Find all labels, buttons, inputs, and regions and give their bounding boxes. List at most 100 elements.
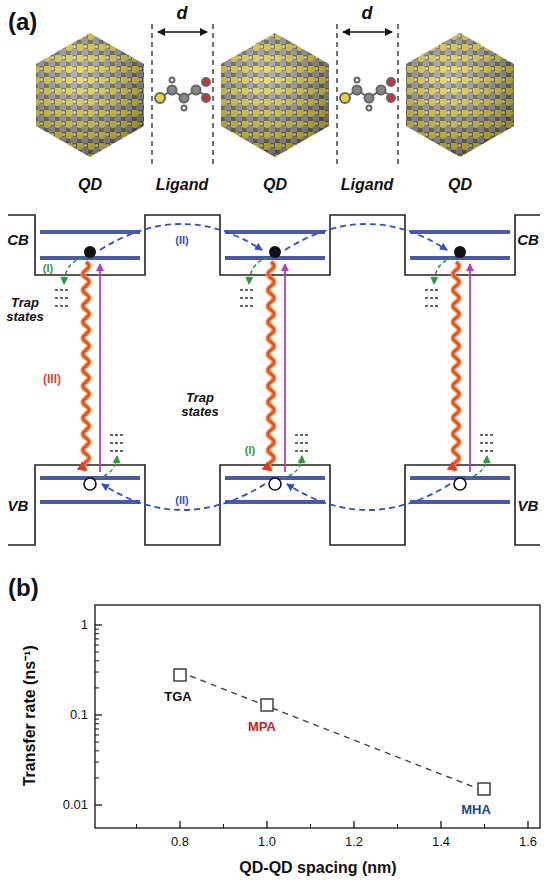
spacing-label: d bbox=[177, 4, 188, 24]
trapping-arrow bbox=[467, 456, 487, 478]
hole bbox=[84, 478, 96, 490]
minor-tick bbox=[310, 824, 311, 828]
axis-title: Transfer rate (ns⁻¹) bbox=[21, 645, 39, 786]
trap-state bbox=[55, 289, 70, 290]
tick-label: 1.2 bbox=[345, 835, 363, 849]
tick-label: 0.1 bbox=[70, 708, 88, 722]
electron bbox=[84, 246, 96, 258]
recombination-arrow bbox=[83, 262, 89, 470]
trap-state bbox=[425, 297, 440, 298]
trap-label: Trap states bbox=[2, 296, 48, 325]
minor-tick bbox=[95, 742, 99, 743]
trap-state bbox=[425, 305, 440, 306]
data-points bbox=[174, 669, 490, 795]
trap-state bbox=[480, 450, 495, 451]
trap-state bbox=[110, 450, 125, 451]
minor-tick bbox=[95, 687, 99, 688]
quantum-dots bbox=[36, 33, 514, 157]
minor-tick bbox=[136, 824, 137, 828]
point-label: MHA bbox=[461, 803, 491, 817]
trap-state bbox=[110, 434, 125, 435]
minor-ticks bbox=[95, 629, 485, 828]
minor-tick bbox=[95, 672, 99, 673]
panel-label: (b) bbox=[8, 575, 39, 601]
trap-state bbox=[480, 434, 495, 435]
chart-frame bbox=[95, 605, 540, 828]
minor-tick bbox=[95, 660, 99, 661]
part-label: QD bbox=[448, 176, 472, 194]
tick-label: 0.8 bbox=[171, 835, 189, 849]
trapping-arrow bbox=[97, 456, 117, 478]
trap-state bbox=[240, 305, 255, 306]
band-profile bbox=[8, 215, 540, 545]
minor-tick bbox=[95, 644, 99, 645]
tick-label: 1.4 bbox=[432, 835, 450, 849]
tick-label: 1 bbox=[81, 618, 88, 632]
point-label: MPA bbox=[248, 720, 276, 734]
trapping-arrow bbox=[434, 258, 453, 284]
hole bbox=[454, 478, 466, 490]
part-label: Ligand bbox=[156, 176, 208, 194]
recombination-glow bbox=[83, 262, 89, 470]
part-label: Ligand bbox=[341, 176, 393, 194]
trap-state bbox=[295, 442, 310, 443]
energy-levels bbox=[40, 232, 510, 502]
part-label: QD bbox=[78, 176, 102, 194]
minor-tick bbox=[95, 629, 99, 630]
process-number: (II) bbox=[175, 234, 188, 246]
minor-tick bbox=[95, 762, 99, 763]
tick-label: 1.6 bbox=[519, 835, 537, 849]
minor-tick bbox=[95, 638, 99, 639]
minor-tick bbox=[223, 824, 224, 828]
minor-tick bbox=[95, 728, 99, 729]
trapping-arrow bbox=[64, 258, 83, 284]
fit-line bbox=[180, 672, 484, 791]
minor-tick bbox=[95, 719, 99, 720]
electron bbox=[454, 246, 466, 258]
excitation-arrow bbox=[469, 264, 471, 472]
ligand-molecules bbox=[155, 78, 395, 111]
excitation-arrow bbox=[99, 264, 101, 472]
trap-label: Trap states bbox=[175, 391, 225, 420]
minor-tick bbox=[397, 824, 398, 828]
band-label: CB bbox=[7, 232, 29, 249]
tick-label: 0.01 bbox=[63, 798, 88, 812]
trapping-arrow bbox=[282, 456, 302, 478]
recombination-arrow bbox=[453, 262, 459, 470]
recombination-glow bbox=[453, 262, 459, 470]
recombination-glow bbox=[268, 262, 274, 470]
spacing-label: d bbox=[362, 4, 373, 24]
minor-tick bbox=[95, 750, 99, 751]
trapping-arrow bbox=[249, 258, 268, 284]
trap-state bbox=[480, 442, 495, 443]
minor-tick bbox=[95, 652, 99, 653]
minor-tick bbox=[95, 723, 99, 724]
excitation-arrow bbox=[284, 264, 286, 472]
trap-state bbox=[55, 297, 70, 298]
trap-state bbox=[110, 442, 125, 443]
minor-tick bbox=[95, 777, 99, 778]
minor-tick bbox=[484, 824, 485, 828]
minor-tick bbox=[95, 633, 99, 634]
process-number: (I) bbox=[43, 262, 53, 274]
spacing-markers bbox=[152, 24, 398, 168]
trap-state bbox=[240, 297, 255, 298]
band-label: VB bbox=[8, 498, 29, 515]
part-label: QD bbox=[263, 176, 287, 194]
axis-title: QD-QD spacing (nm) bbox=[239, 859, 396, 877]
transitions bbox=[55, 246, 495, 490]
process-number: (III) bbox=[43, 373, 61, 386]
trap-state bbox=[295, 434, 310, 435]
tick-label: 1.0 bbox=[258, 835, 276, 849]
electron bbox=[269, 246, 281, 258]
panel-label: (a) bbox=[8, 9, 37, 35]
tunneling-arrows bbox=[100, 224, 450, 510]
trap-state bbox=[55, 305, 70, 306]
trap-state bbox=[240, 289, 255, 290]
trap-state bbox=[425, 289, 440, 290]
band-label: CB bbox=[517, 232, 539, 249]
process-number: (I) bbox=[245, 444, 255, 456]
hole bbox=[269, 478, 281, 490]
